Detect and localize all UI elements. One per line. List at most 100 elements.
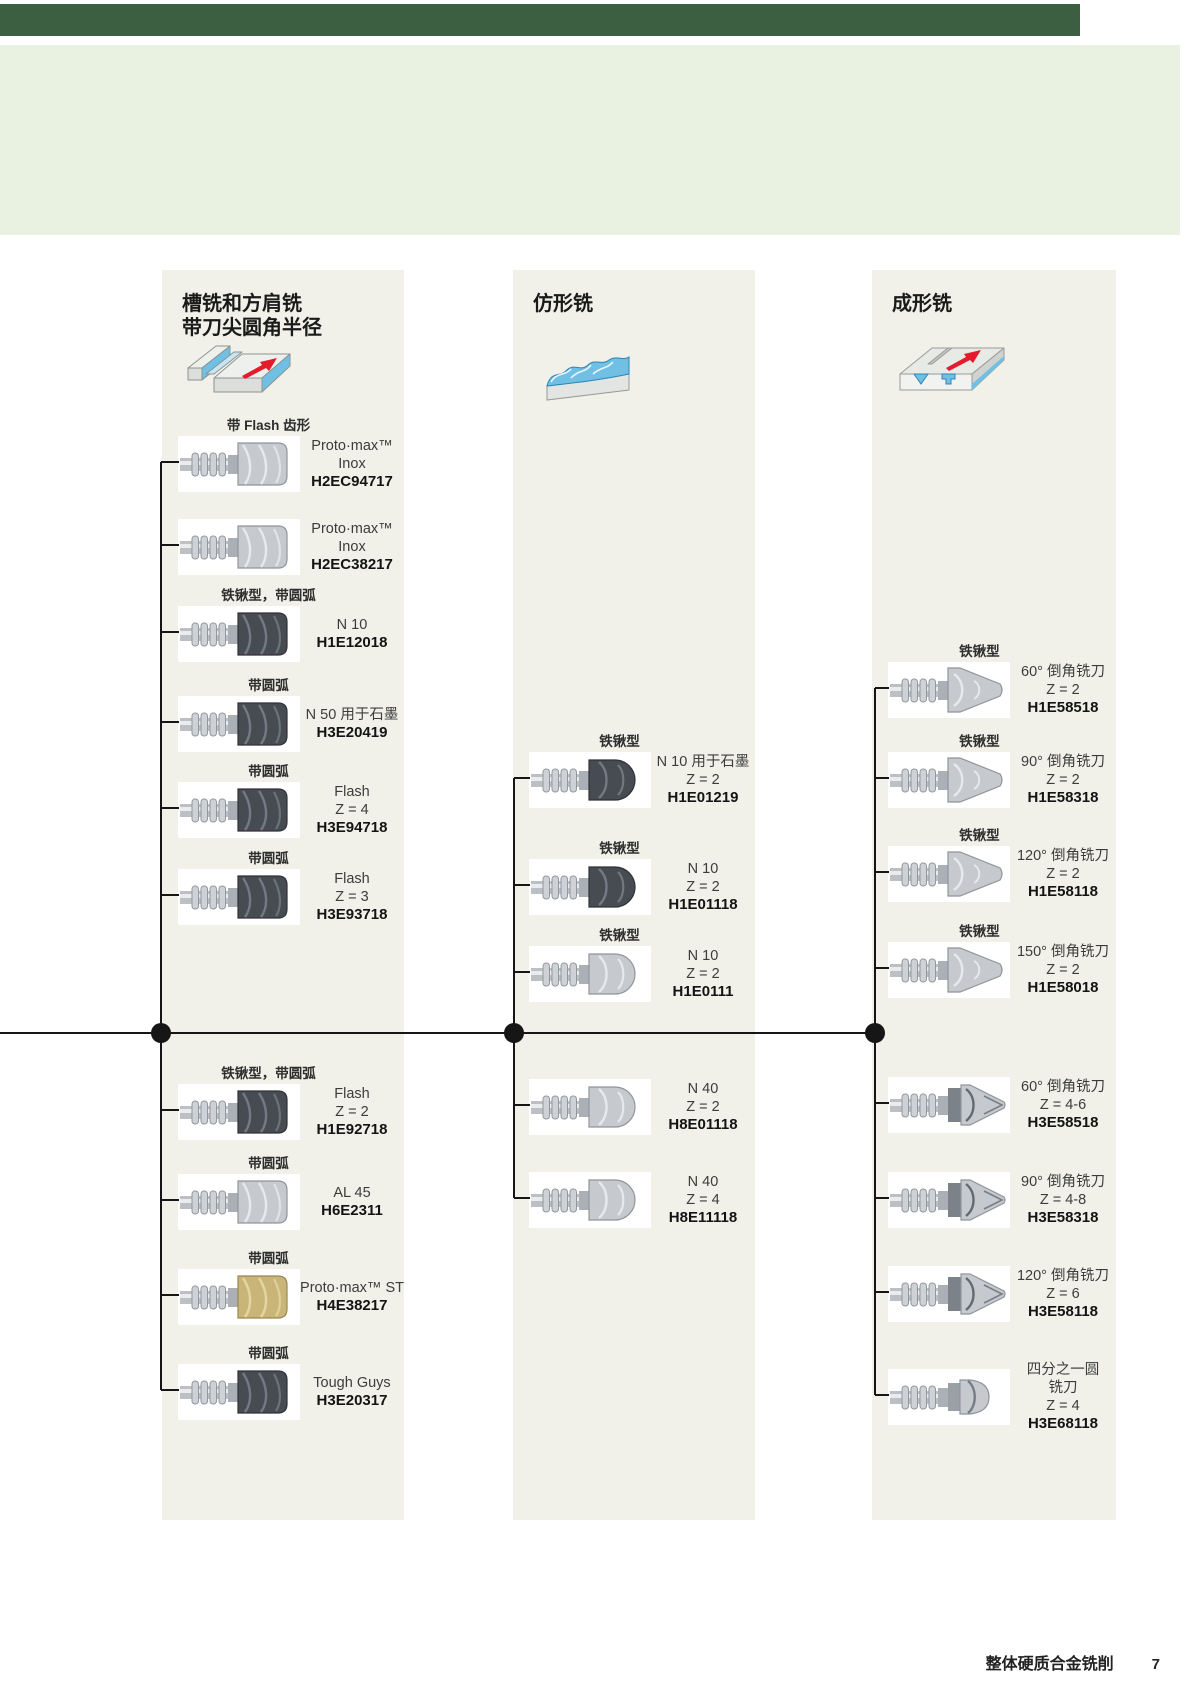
footer-page-number: 7 — [1151, 1656, 1160, 1673]
tool-name: N 10 — [687, 948, 719, 964]
tool-flute-count: Z = 2 — [686, 772, 720, 788]
tool-photo — [888, 942, 1010, 998]
tool-code: H1E92718 — [316, 1121, 388, 1138]
tool-name: N 10 — [687, 861, 719, 877]
tool-note: 带 Flash 齿形 — [226, 418, 311, 433]
tool-code: H8E11118 — [668, 1209, 738, 1226]
tool-note: 铁锹型 — [599, 841, 640, 856]
tool-note: 带圆弧 — [248, 1156, 289, 1171]
tool-image-round — [888, 1369, 1010, 1425]
tool-code: H8E01118 — [668, 1116, 738, 1133]
tool-flute-count: Z = 4 — [686, 1192, 720, 1208]
tool-name: 60° 倒角铣刀 — [1021, 1079, 1105, 1095]
tool-name: N 50 用于石墨 — [305, 707, 399, 723]
tool-image-flat — [178, 1084, 300, 1140]
tool-image-cone2 — [888, 1266, 1010, 1322]
tool-code: H3E94718 — [316, 819, 388, 836]
tool-code: H1E0111 — [672, 983, 734, 1000]
tool-image-flat — [178, 1269, 300, 1325]
tool-name: Flash — [334, 1086, 370, 1102]
tool-photo — [888, 1077, 1010, 1133]
tool-image-ball — [529, 859, 651, 915]
tool-name: N 40 — [687, 1174, 719, 1190]
tool-image-cone — [888, 846, 1010, 902]
tool-photo — [178, 519, 300, 575]
tool-name: Proto·max™ ST — [300, 1280, 404, 1296]
tool-flute-count: Z = 2 — [1046, 866, 1080, 882]
column-title-line: 带刀尖圆角半径 — [182, 317, 322, 340]
tool-flute-count: Z = 2 — [335, 1104, 369, 1120]
tool-photo — [529, 859, 651, 915]
tool-flute-count: Z = 4-8 — [1039, 1192, 1087, 1208]
column-title: 成形铣 — [872, 270, 1116, 316]
tool-image-cone — [888, 662, 1010, 718]
slot-and-shoulder-milling-icon — [184, 332, 302, 408]
tool-code: H3E20317 — [316, 1392, 388, 1409]
tool-name: Flash — [334, 784, 370, 800]
tool-image-ball — [529, 752, 651, 808]
tool-image-flat — [178, 1364, 300, 1420]
tool-image-flat — [178, 869, 300, 925]
tool-name: N 10 用于石墨 — [656, 754, 750, 770]
tool-name: Proto·max™ Inox — [311, 521, 393, 555]
tool-name: 60° 倒角铣刀 — [1021, 664, 1105, 680]
tool-photo — [888, 1369, 1010, 1425]
tool-code: H3E58318 — [1027, 1209, 1099, 1226]
tool-name: 120° 倒角铣刀 — [1016, 1268, 1110, 1284]
tool-note: 铁锹型 — [599, 928, 640, 943]
tool-code: H1E58018 — [1027, 979, 1099, 996]
tool-code: H1E12018 — [316, 634, 388, 651]
tool-code: H1E01219 — [667, 789, 739, 806]
tool-note: 带圆弧 — [248, 678, 289, 693]
column-title: 槽铣和方肩铣带刀尖圆角半径 — [162, 270, 404, 341]
tool-photo — [178, 1084, 300, 1140]
tool-image-ball — [529, 946, 651, 1002]
tool-photo — [178, 1364, 300, 1420]
tool-photo — [888, 1172, 1010, 1228]
tool-note: 铁锹型 — [959, 828, 1000, 843]
tool-note: 带圆弧 — [248, 764, 289, 779]
tool-name: N 10 — [336, 617, 368, 633]
tool-code: H3E20419 — [316, 724, 388, 741]
column-title: 仿形铣 — [513, 270, 755, 316]
tool-note: 铁锹型 — [599, 734, 640, 749]
tool-image-flat — [178, 606, 300, 662]
column-title-line: 槽铣和方肩铣 — [182, 293, 302, 315]
tool-photo — [529, 1172, 651, 1228]
tool-photo — [178, 1269, 300, 1325]
tool-code: H6E2311 — [321, 1202, 383, 1219]
tool-name: 铣刀 — [1048, 1380, 1078, 1396]
tool-photo — [529, 1079, 651, 1135]
tool-name: 120° 倒角铣刀 — [1016, 848, 1110, 864]
tool-note: 带圆弧 — [248, 851, 289, 866]
tool-flute-count: Z = 2 — [686, 966, 720, 982]
tool-code: H1E01118 — [668, 896, 738, 913]
tool-photo — [888, 846, 1010, 902]
tool-image-flat — [178, 782, 300, 838]
tool-code: H2EC38217 — [311, 556, 393, 573]
